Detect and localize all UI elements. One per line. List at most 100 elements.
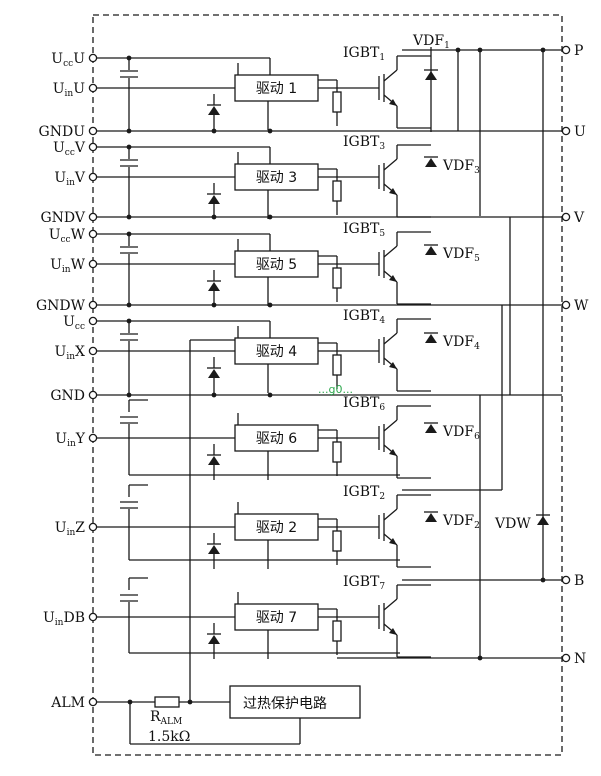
junction-dot (126, 392, 132, 398)
sense-resistor (332, 180, 342, 202)
protection-diode-triangle (208, 195, 220, 204)
igbt-collector (383, 508, 398, 521)
driver-label: 驱动 4 (256, 344, 297, 360)
igbt-label: IGBT7 (343, 574, 385, 592)
left-pin (88, 346, 98, 356)
junction-dot (126, 214, 132, 220)
left-pin-label: UinW (50, 257, 86, 275)
freewheel-diode-triangle (425, 71, 437, 80)
left-pin-label: UinY (55, 431, 86, 449)
right-pin-label: V (573, 210, 585, 226)
driver-box (234, 163, 319, 191)
left-pin (88, 53, 98, 63)
igbt-label: IGBT1 (343, 45, 385, 63)
vdf-label: VDF3 (442, 158, 480, 176)
vdf-label: VDF4 (442, 334, 480, 352)
left-pin (88, 433, 98, 443)
left-pin (88, 142, 98, 152)
igbt-arrow (389, 99, 397, 106)
driver-box (234, 603, 319, 631)
vdf-label: VDF1 (412, 33, 450, 51)
junction-dot (477, 47, 483, 53)
protection-circuit-box (229, 685, 361, 719)
igbt-arrow (389, 362, 397, 369)
driver-box (234, 513, 319, 541)
left-pin-label: UinZ (55, 520, 86, 538)
freewheel-diode-triangle (425, 513, 437, 522)
left-pin-label: GNDW (36, 298, 86, 314)
left-pin-label: UccU (51, 51, 85, 69)
sense-resistor (332, 267, 342, 289)
junction-dot (455, 47, 461, 53)
freewheel-diode-triangle (425, 246, 437, 255)
watermark: ...g0... (318, 383, 353, 396)
junction-dot (126, 144, 132, 150)
junction-dot (211, 214, 217, 220)
left-pin-label: UccW (49, 227, 86, 245)
sense-resistor (332, 91, 342, 113)
right-pin-label: P (574, 43, 583, 59)
freewheel-diode-triangle (425, 158, 437, 167)
junction-dot (126, 231, 132, 237)
module-border (92, 14, 563, 756)
left-pin-label: UccV (53, 140, 86, 158)
igbt-collector (383, 332, 398, 345)
junction-dot (267, 128, 273, 134)
right-pin-label: N (574, 651, 586, 667)
junction-dot (211, 128, 217, 134)
labels: UccUUinUGNDUUccVUinVGNDVUccWUinWGNDWUccU… (36, 33, 589, 711)
right-pin (561, 575, 571, 585)
sense-resistor (332, 530, 342, 552)
resistor-value: 1.5kΩ (148, 729, 190, 745)
left-pin (88, 697, 98, 707)
driver-label: 驱动 7 (256, 610, 297, 626)
vdf-label: VDF2 (442, 513, 480, 531)
igbt-arrow (389, 449, 397, 456)
left-pin (88, 212, 98, 222)
alm-resistor (154, 696, 180, 708)
igbt-collector (383, 245, 398, 258)
right-pin-label: U (574, 124, 586, 140)
vdw-diode-triangle (537, 516, 549, 525)
junction-dot (126, 55, 132, 61)
left-pin (88, 83, 98, 93)
igbt-collector (383, 598, 398, 611)
junction-dot (477, 655, 483, 661)
sense-resistor (332, 620, 342, 642)
left-pin-label: GND (50, 388, 85, 404)
left-pin (88, 522, 98, 532)
right-pin (561, 300, 571, 310)
left-pin-label: GNDU (39, 124, 86, 140)
right-pin-label: B (574, 573, 584, 589)
junction-dot (267, 392, 273, 398)
igbt-label: IGBT3 (343, 134, 385, 152)
igbt-collector (383, 158, 398, 171)
junction-dot (540, 577, 546, 583)
igbt-arrow (389, 628, 397, 635)
junction-dot (126, 128, 132, 134)
junction-dot (187, 699, 193, 705)
driver-label: 驱动 2 (256, 520, 297, 536)
protection-diode-triangle (208, 369, 220, 378)
left-pin (88, 316, 98, 326)
left-pin-label: Ucc (63, 314, 85, 332)
driver-box (234, 250, 319, 278)
wiring (97, 47, 562, 745)
left-pin (88, 612, 98, 622)
right-pin (561, 653, 571, 663)
driver-label: 驱动 3 (256, 170, 297, 186)
left-pin (88, 300, 98, 310)
driver-label: 驱动 6 (256, 431, 297, 447)
igbt-collector (383, 69, 398, 82)
left-pin-label: UinX (55, 344, 86, 362)
right-pin (561, 212, 571, 222)
protection-diode-triangle (208, 635, 220, 644)
igbt-arrow (389, 188, 397, 195)
components (88, 45, 571, 719)
igbt-label: IGBT4 (343, 308, 385, 326)
driver-box (234, 74, 319, 102)
sense-resistor (332, 354, 342, 376)
igbt-collector (383, 419, 398, 432)
